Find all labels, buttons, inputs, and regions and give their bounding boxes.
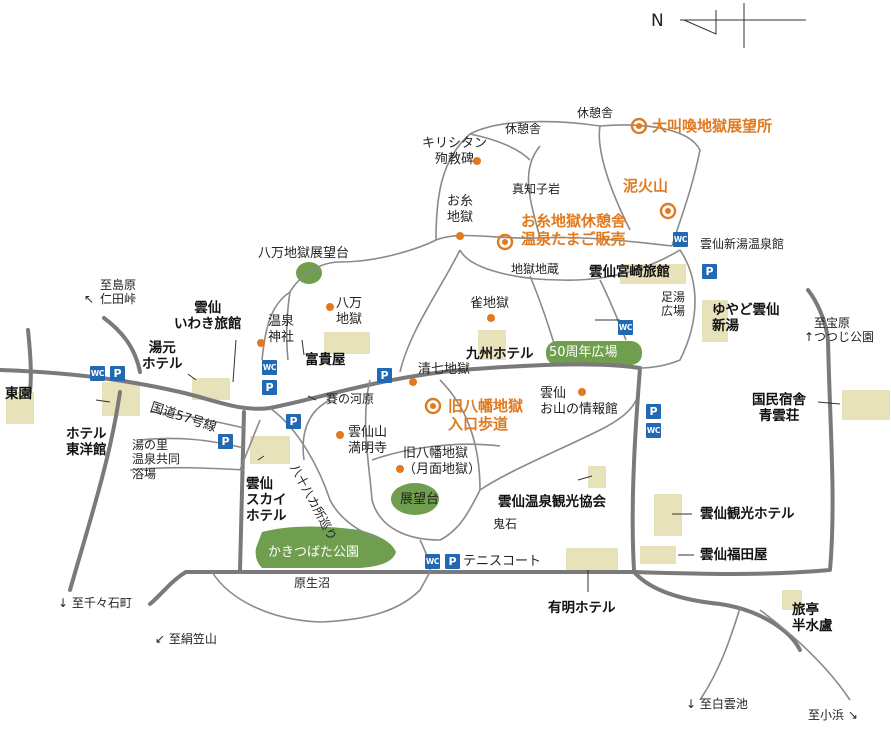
label-oito-jigoku: お糸 地獄: [447, 194, 474, 225]
label-yumoto-hotel: 湯元 ホテル: [142, 340, 183, 373]
label-genseinuma: 原生沼: [294, 576, 331, 590]
label-oito-rest-house: お糸地獄休憩舎 温泉たまご販売: [521, 212, 627, 248]
parking-icon: P: [286, 414, 301, 429]
label-to-kinugasa: ↙ 至絹笠山: [155, 632, 217, 646]
label-fukudaya: 雲仙福田屋: [700, 547, 768, 563]
parking-icon: P: [646, 404, 661, 419]
label-to-houbara: 至宝原 つつじ公園: [814, 316, 875, 345]
label-daikyokan-observatory: 大叫喚地獄展望所: [652, 117, 773, 135]
label-toyokan-hotel: ホテル 東洋館: [66, 426, 107, 459]
label-suzume-jigoku: 雀地獄: [470, 296, 510, 311]
label-rest-house: 休憩舎: [505, 122, 542, 136]
label-oni-ishi: 鬼石: [493, 517, 518, 531]
parking-icon: P: [110, 366, 125, 381]
minor-roads: [129, 120, 851, 701]
toilet-icon: WC: [90, 366, 105, 381]
poi-markers: [257, 117, 677, 473]
parking-icon: P: [218, 434, 233, 449]
label-rest-house: 休憩舎: [577, 106, 614, 120]
toilet-icon: WC: [673, 232, 688, 247]
label-to-obama: 至小浜 ↘: [808, 708, 858, 722]
label-kyushu-hotel: 九州ホテル: [466, 346, 534, 362]
toilet-icon: WC: [425, 554, 440, 569]
label-sky-hotel: 雲仙 スカイ ホテル: [246, 476, 287, 525]
toilet-icon: WC: [618, 320, 633, 335]
buildings: [6, 264, 890, 610]
label-public-bath: 湯の里 温泉共同 浴場: [132, 438, 181, 481]
parking-icon: P: [377, 368, 392, 383]
arrow-right-down-icon: ↘: [844, 708, 858, 722]
label-kirishitan-monument: キリシタン 殉教碑: [422, 136, 488, 167]
label-to-chijiwa: ↓ 至千々石町: [58, 596, 132, 610]
parking-icon: P: [702, 264, 717, 279]
label-50th-anniversary-square: 50周年広場: [549, 345, 618, 360]
arrow-down-icon: ↓: [58, 596, 72, 610]
toilet-icon: WC: [646, 423, 661, 438]
arrow-down-icon: ↓: [686, 697, 700, 711]
label-sainokawara: 賽の河原: [326, 392, 375, 406]
label-mud-volcano: 泥火山: [623, 177, 669, 195]
label-to-shimabara: 至島原 仁田峠: [100, 278, 137, 307]
parks: [255, 262, 642, 568]
label-oyama-info-center: 雲仙 お山の情報館: [540, 386, 619, 417]
label-hanmizuro: 旅亭 半水盧: [792, 602, 833, 635]
label-fukiya: 富貴屋: [305, 352, 346, 368]
label-kanko-hotel: 雲仙観光ホテル: [700, 506, 795, 522]
label-toen: 東園: [5, 386, 32, 402]
arrow-up-left-icon: ↖: [84, 292, 95, 306]
label-seiunso: 国民宿舎 青雲荘: [752, 392, 806, 425]
label-shinyu-onsenkan: 雲仙新湯温泉館: [700, 237, 785, 251]
label-jigoku-jizo: 地獄地蔵: [511, 262, 560, 276]
label-moon-surface-jigoku: 旧八幡地獄 （月面地獄）: [403, 446, 482, 477]
label-machiko-rock: 真知子岩: [512, 182, 561, 196]
label-miyazaki-ryokan: 雲仙宮崎旅館: [589, 264, 670, 280]
label-to-shirakumo: ↓ 至白雲池: [686, 697, 748, 711]
label-kyuhachiman-entrance: 旧八幡地獄 入口歩道: [448, 397, 524, 433]
label-seishichi-jigoku: 清七地獄: [418, 362, 471, 377]
label-tennis-court: テニスコート: [463, 554, 542, 569]
label-manmyoji-temple: 雲仙山 満明寺: [348, 425, 388, 456]
label-observation-deck: 展望台: [400, 492, 440, 507]
leader-lines: [95, 319, 841, 592]
arrow-up-icon: ↑: [804, 330, 815, 344]
label-iwaki-ryokan: 雲仙 いわき旅館: [174, 300, 242, 333]
label-tourism-association: 雲仙温泉観光協会: [498, 494, 606, 510]
arrow-left-down-icon: ↙: [155, 632, 169, 646]
compass-north-label: N: [651, 11, 664, 31]
toilet-icon: WC: [262, 360, 277, 375]
label-hachiman-observatory: 八万地獄展望台: [258, 246, 350, 261]
label-kakitsubata-park: かきつばた公園: [268, 545, 360, 560]
parking-icon: P: [262, 380, 277, 395]
label-yuyado-shinyu: ゆやど雲仙 新湯: [712, 302, 780, 335]
label-footbath-square: 足湯 広場: [661, 290, 686, 319]
main-roads: [0, 288, 835, 652]
compass-rose: [680, 3, 806, 48]
label-hachiman-jigoku: 八万 地獄: [336, 296, 363, 327]
parking-icon: P: [445, 554, 460, 569]
label-ariake-hotel: 有明ホテル: [548, 600, 616, 616]
label-onsen-shrine: 温泉 神社: [268, 314, 295, 345]
